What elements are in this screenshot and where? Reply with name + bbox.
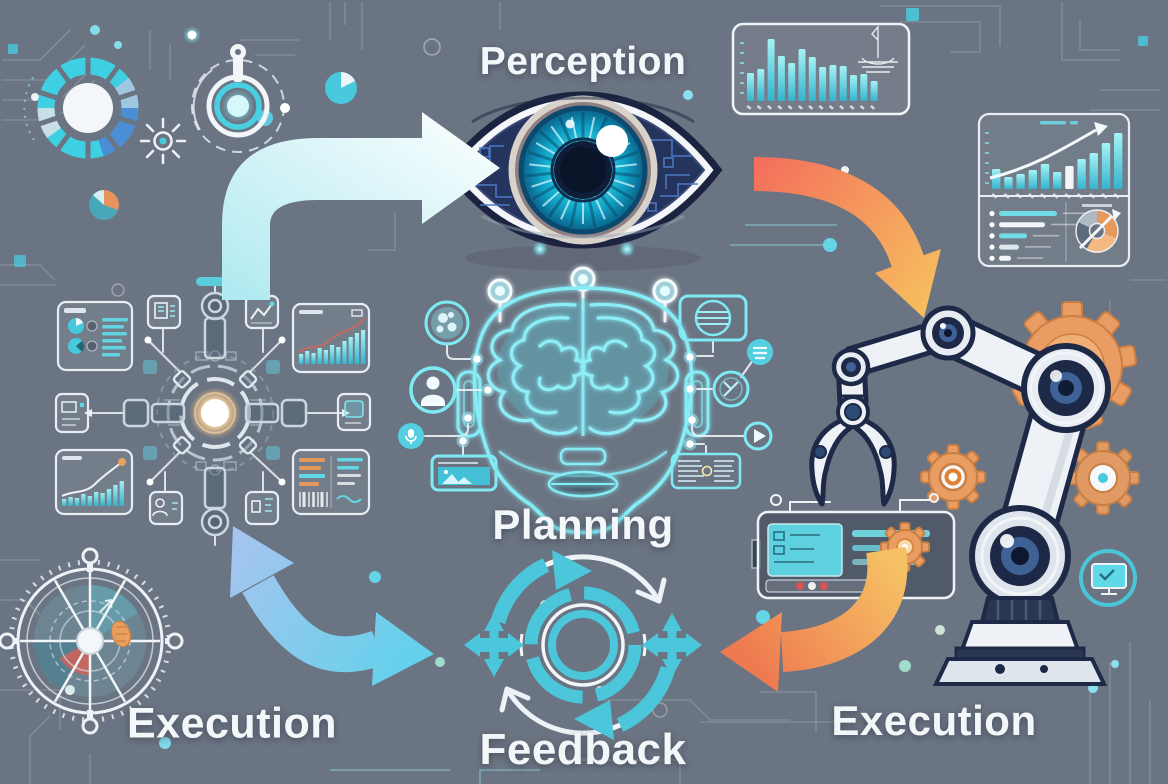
mini-document-icon [146, 294, 182, 330]
mini-bar-chart-panel-top [291, 302, 371, 374]
segmented-donut-gauge [23, 56, 137, 160]
brain-satellite-icons [398, 294, 773, 492]
gripper-claw [809, 394, 897, 507]
dashboard-panel-pie-list [56, 300, 134, 372]
play-icon [743, 421, 773, 451]
arrow-execution-to-feedback [720, 546, 908, 692]
feedback-cycle-icon [464, 550, 702, 740]
camera-panel-icon [430, 454, 498, 492]
rocket-doodle-icon [858, 25, 898, 73]
bullet-list [989, 210, 1089, 261]
mini-flag-chart-icon [244, 490, 280, 526]
compass-icon [712, 370, 750, 408]
cell-cluster-icon [424, 300, 470, 346]
pie-chart-icon-small [325, 72, 357, 104]
pie-chart-icon-orange [89, 190, 119, 220]
arrow-to-perception [222, 112, 500, 300]
key-target-icon [191, 44, 290, 153]
stage-label-perception: Perception [479, 40, 687, 83]
sun-gear-icon [139, 117, 187, 165]
base-joint [969, 505, 1071, 607]
mini-window-icon-left [54, 392, 90, 434]
mini-line-chart-icon [244, 294, 280, 330]
monitor-ring-icon [1079, 549, 1137, 607]
stage-label-planning: Planning [492, 501, 674, 548]
elbow-joint [920, 305, 976, 361]
stage-label-feedback: Feedback [479, 725, 687, 774]
microphone-icon [398, 423, 424, 449]
wrist-joint [831, 347, 871, 387]
hub-core [122, 291, 308, 537]
mini-bar-chart-panel-bottom [54, 448, 134, 516]
shoulder-joint [1021, 343, 1111, 433]
bar-chart-panel [731, 22, 911, 116]
speaker-dial-panel-icon [678, 294, 748, 342]
gear-icon-mid [1066, 441, 1140, 515]
robot-base [932, 596, 1108, 686]
robot-arm-illustration [751, 301, 1140, 686]
top-bars [746, 39, 878, 110]
eye-illustration [443, 91, 723, 271]
person-icon [409, 366, 457, 414]
donut-chart-icon [1075, 204, 1121, 254]
mini-person-icon [148, 490, 184, 526]
arrow-perception-to-execution [753, 157, 941, 318]
stage-label-execution-left: Execution [127, 699, 337, 748]
menu-circle-icon [747, 339, 773, 365]
mini-window-icon-right [336, 392, 372, 432]
analytics-dashboard-panel [977, 112, 1131, 268]
document-panel-icon [670, 452, 742, 490]
circuit-hub-illustration [54, 277, 372, 546]
gear-icon-small [920, 444, 986, 510]
radar-dial [0, 547, 184, 735]
stage-label-execution-right: Execution [831, 697, 1037, 744]
mini-report-panel [291, 448, 371, 516]
arrow-execution-to-planning [230, 526, 434, 686]
